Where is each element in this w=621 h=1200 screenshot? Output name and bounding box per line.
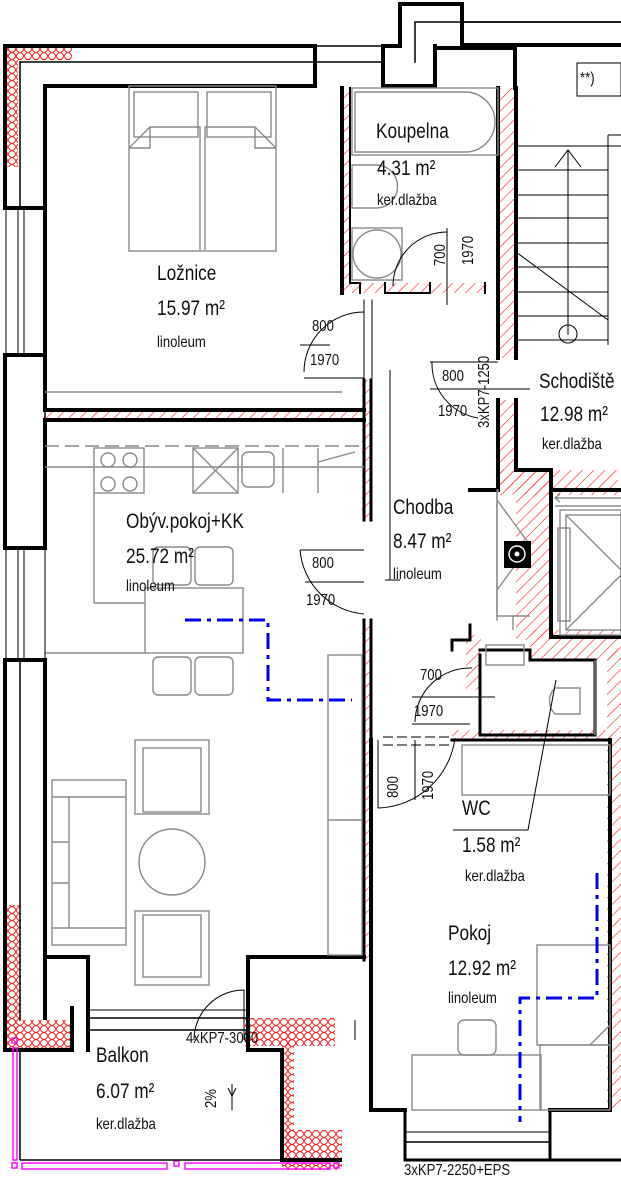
door-swings [193,228,557,1110]
door-width-koupelna: 700 [432,244,449,266]
room-name-chodba: Chodba [393,496,454,519]
room-area-obyvak: 25.72 m² [126,545,194,568]
lintel-pokoj: 3xKP7-2250+EPS [404,1162,511,1179]
door-height-obyvak: 1970 [306,592,336,609]
door-width-wc: 700 [420,667,442,684]
room-name-pokoj: Pokoj [448,922,492,945]
room-area-balkon: 6.07 m² [96,1080,155,1103]
door-width-pokoj: 800 [385,776,402,798]
room-area-chodba: 8.47 m² [393,530,452,553]
door-width-entry: 800 [442,368,464,385]
lintel-entry: 3xKP7-1250 [476,355,493,428]
insulation-outer [6,47,342,1170]
balcony-railing [11,1037,340,1170]
room-name-loznice: Ložnice [157,262,217,285]
lintel-balcony: 4xKP7-3000 [186,1030,259,1047]
door-height-wc: 1970 [414,703,444,720]
door-height-pokoj: 1970 [420,770,437,800]
windows [5,207,550,1133]
room-floor-chodba: linoleum [393,566,442,583]
room-area-schodiste: 12.98 m² [540,403,608,426]
heating-symbol [504,541,531,568]
slope-label: 2% [203,1089,220,1108]
door-width-obyvak: 800 [312,555,334,572]
room-name-balkon: Balkon [96,1044,149,1067]
room-area-koupelna: 4.31 m² [377,157,436,180]
blue-dashed-lines [185,618,599,1122]
room-name-obyvak: Obýv.pokoj+KK [126,510,244,533]
room-area-loznice: 15.97 m² [157,297,225,320]
room-floor-koupelna: ker.dlažba [377,192,437,209]
room-area-wc: 1.58 m² [462,834,521,857]
note-mark: **) [580,70,595,87]
room-name-wc: WC [462,797,491,820]
room-floor-wc: ker.dlažba [465,868,525,885]
staircase [515,62,621,345]
room-floor-obyvak: linoleum [126,578,175,595]
door-height-koupelna: 1970 [460,235,477,265]
balcony-edge [19,1048,333,1161]
room-floor-schodiste: ker.dlažba [542,436,602,453]
door-height-entry: 1970 [438,403,468,420]
room-name-koupelna: Koupelna [376,120,449,143]
room-area-pokoj: 12.92 m² [448,957,516,980]
door-height-loznice: 1970 [310,352,340,369]
room-name-schodiste: Schodiště [539,370,615,393]
furniture [45,85,621,1111]
room-floor-pokoj: linoleum [448,990,497,1007]
room-floor-balkon: ker.dlažba [96,1116,156,1133]
door-width-loznice: 800 [312,318,334,335]
room-floor-loznice: linoleum [157,334,206,351]
